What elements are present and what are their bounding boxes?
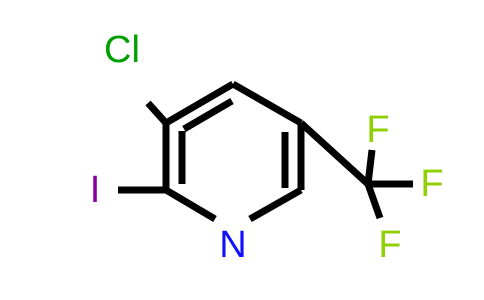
bond-n-c6 xyxy=(164,186,217,223)
bond-c3-c2 xyxy=(231,80,303,127)
bond-cf3-f-top xyxy=(364,149,376,185)
bond-c4-c3-double xyxy=(182,97,234,133)
atom-label-f-right: F xyxy=(420,163,443,205)
substituent-bonds xyxy=(118,100,413,220)
atom-label-cl: Cl xyxy=(104,29,140,71)
bond-c2-cf3 xyxy=(298,120,371,187)
atom-labels: Cl I N F F F xyxy=(90,29,444,266)
atom-label-i: I xyxy=(90,169,101,211)
atom-label-n: N xyxy=(219,224,246,266)
bond-c4-c3 xyxy=(164,80,235,127)
atom-label-f-top: F xyxy=(366,109,389,151)
pyridine-ring xyxy=(162,80,305,223)
bond-cf3-f-bottom xyxy=(364,182,384,220)
bond-c2-n-lower xyxy=(248,186,303,223)
bond-c4-cl xyxy=(145,100,169,126)
atom-label-f-bottom: F xyxy=(378,224,401,266)
